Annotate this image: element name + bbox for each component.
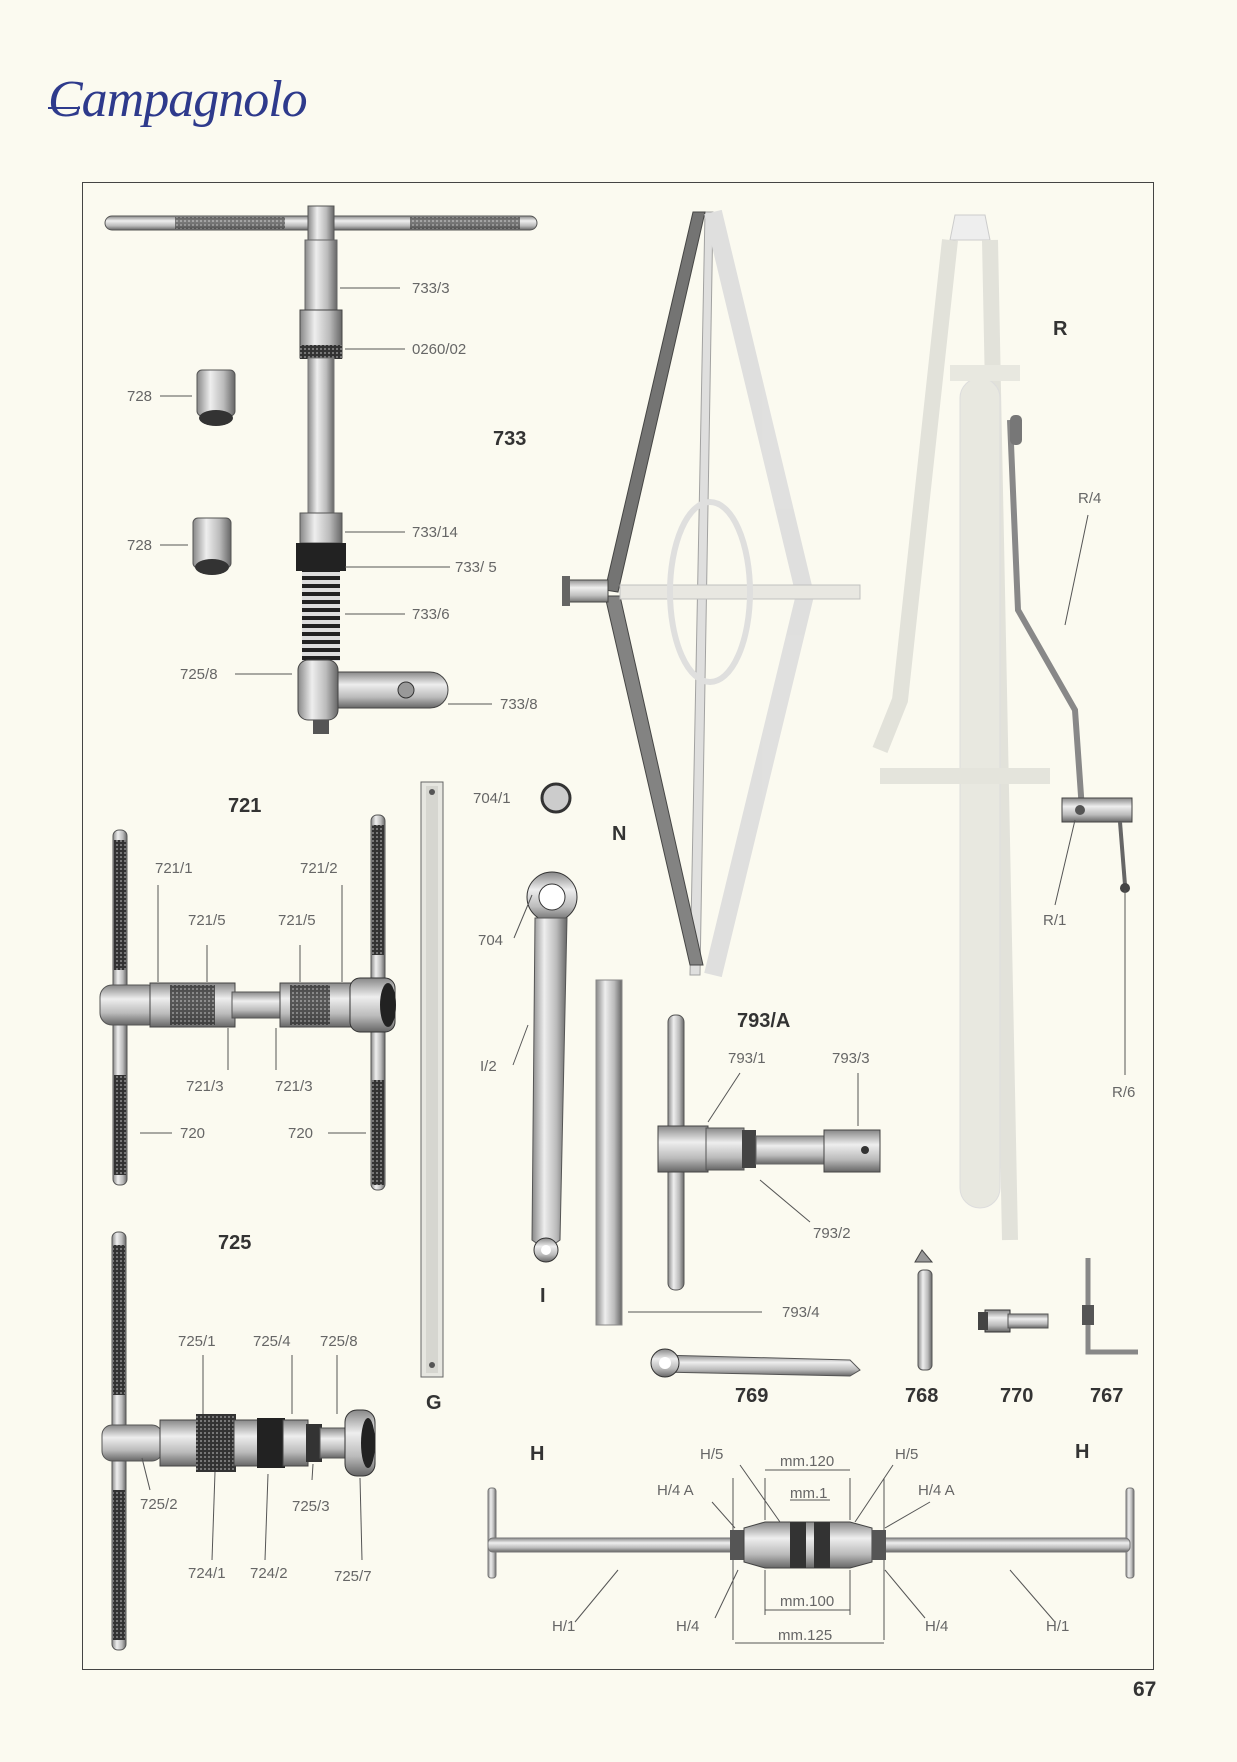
tool-721 <box>99 814 396 1191</box>
label-728-bottom: 728 <box>127 537 153 554</box>
tool-769 <box>650 1348 861 1378</box>
label-704: 704 <box>478 932 504 949</box>
tool-793A <box>657 1014 881 1291</box>
label-767: 767 <box>1090 1385 1124 1407</box>
label-728-top: 728 <box>127 388 153 405</box>
label-720-left: 720 <box>180 1125 206 1142</box>
cups-728 <box>192 369 236 575</box>
page-number: 67 <box>1133 1678 1157 1701</box>
label-704-1: 704/1 <box>473 790 511 807</box>
label-770: 770 <box>1000 1385 1034 1407</box>
label-733-5: 733/ 5 <box>455 559 497 576</box>
label-721-5-left: 721/5 <box>188 912 226 929</box>
label-725: 725 <box>218 1232 252 1254</box>
tool-725 <box>101 1231 376 1651</box>
label-720-right: 720 <box>288 1125 314 1142</box>
label-721-2: 721/2 <box>300 860 338 877</box>
label-R-1: R/1 <box>1043 912 1067 929</box>
label-793-2: 793/2 <box>813 1225 851 1242</box>
label-793-4: 793/4 <box>782 1304 820 1321</box>
tool-733 <box>104 205 538 734</box>
campagnolo-logo: Campagnolo <box>48 71 308 128</box>
label-H-right: H <box>1075 1441 1090 1463</box>
label-R-4: R/4 <box>1078 490 1102 507</box>
label-I: I <box>540 1285 546 1307</box>
label-H-4-left: H/4 <box>676 1618 700 1635</box>
tool-R <box>872 214 1133 1241</box>
label-H-5-right: H/5 <box>895 1446 919 1463</box>
tool-767 <box>1082 1258 1138 1355</box>
label-733-6: 733/6 <box>412 606 450 623</box>
label-721: 721 <box>228 795 262 817</box>
label-725-7: 725/7 <box>334 1568 372 1585</box>
label-H-4A-left: H/4 A <box>657 1482 694 1499</box>
label-733: 733 <box>493 428 527 450</box>
label-725-8-top: 725/8 <box>180 666 218 683</box>
label-721-3-right: 721/3 <box>275 1078 313 1095</box>
label-N: N <box>612 823 627 845</box>
label-H-1-left: H/1 <box>552 1618 576 1635</box>
label-I-2: I/2 <box>480 1058 497 1075</box>
label-G: G <box>426 1392 442 1414</box>
label-724-1: 724/1 <box>188 1565 226 1582</box>
label-725-8-bottom: 725/8 <box>320 1333 358 1350</box>
label-768: 768 <box>905 1385 939 1407</box>
label-721-3-left: 721/3 <box>186 1078 224 1095</box>
label-793-A: 793/A <box>737 1010 791 1032</box>
label-793-3: 793/3 <box>832 1050 870 1067</box>
label-mm-125: mm.125 <box>778 1627 833 1644</box>
label-793-1: 793/1 <box>728 1050 766 1067</box>
tool-I-wrench <box>526 782 578 1263</box>
label-0260-02: 0260/02 <box>412 341 467 358</box>
label-733-3: 733/3 <box>412 280 450 297</box>
label-733-8: 733/8 <box>500 696 538 713</box>
label-725-2: 725/2 <box>140 1496 178 1513</box>
logo-underline <box>48 107 80 109</box>
label-H-5-left: H/5 <box>700 1446 724 1463</box>
label-R-6: R/6 <box>1112 1084 1136 1101</box>
label-724-2: 724/2 <box>250 1565 288 1582</box>
label-721-5-right: 721/5 <box>278 912 316 929</box>
label-R: R <box>1053 318 1068 340</box>
label-769: 769 <box>735 1385 769 1407</box>
label-mm-120: mm.120 <box>780 1453 835 1470</box>
label-mm-100: mm.100 <box>780 1593 835 1610</box>
label-721-1: 721/1 <box>155 860 193 877</box>
label-H-1-right: H/1 <box>1046 1618 1070 1635</box>
rod-793-4 <box>595 979 623 1326</box>
label-H-4-right: H/4 <box>925 1618 949 1635</box>
label-725-1: 725/1 <box>178 1333 216 1350</box>
label-H-4A-right: H/4 A <box>918 1482 955 1499</box>
label-725-3: 725/3 <box>292 1498 330 1515</box>
tool-770 <box>978 1309 1049 1333</box>
label-725-4: 725/4 <box>253 1333 291 1350</box>
tool-768 <box>914 1249 934 1371</box>
label-733-14: 733/14 <box>412 524 458 541</box>
tool-G <box>420 781 444 1378</box>
tool-N <box>562 209 861 978</box>
tool-H <box>487 1487 1135 1579</box>
leader-lines <box>140 287 1126 1644</box>
label-H-left: H <box>530 1443 545 1465</box>
label-mm-1: mm.1 <box>790 1485 828 1502</box>
catalog-frame <box>82 182 1154 1670</box>
